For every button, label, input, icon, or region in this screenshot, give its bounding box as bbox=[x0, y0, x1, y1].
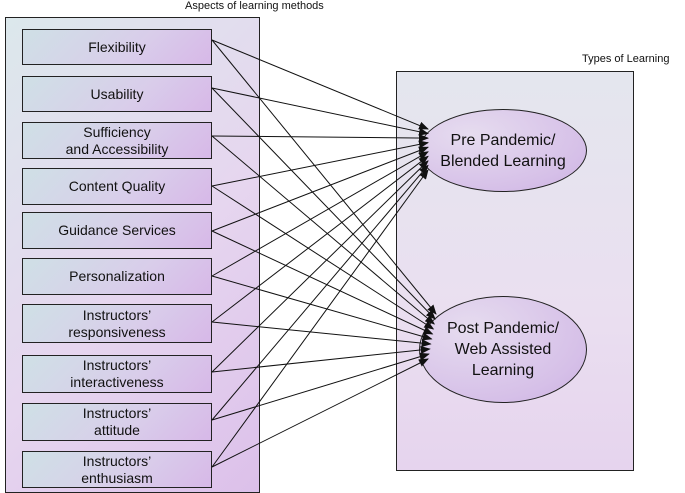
type-label: Pre Pandemic/ bbox=[450, 131, 556, 149]
arrow-to-post-pandemic bbox=[211, 87, 436, 320]
type-label: Post Pandemic/ bbox=[446, 320, 560, 337]
aspect-label: Personalization bbox=[69, 268, 165, 284]
aspect-box-attitude: Instructors’attitude bbox=[22, 403, 212, 441]
aspect-label: Instructors’ bbox=[82, 405, 152, 421]
aspect-label: Flexibility bbox=[88, 38, 146, 55]
aspect-box-content-quality: Content Quality bbox=[22, 168, 212, 205]
aspects-title: Aspects of learning methods bbox=[185, 0, 324, 12]
arrow-to-post-pandemic bbox=[211, 275, 433, 341]
arrow-to-pre-pandemic bbox=[211, 146, 429, 232]
arrow-to-pre-pandemic bbox=[211, 39, 429, 130]
aspect-box-responsiveness: Instructors’responsiveness bbox=[22, 304, 212, 343]
aspect-label: Guidance Services bbox=[58, 222, 176, 238]
aspect-label-2: enthusiasm bbox=[81, 469, 153, 486]
aspect-box-enthusiasm: Instructors’enthusiasm bbox=[22, 451, 212, 488]
pre-pandemic-ellipse: Pre Pandemic/Blended Learning bbox=[419, 109, 587, 192]
arrow-to-post-pandemic bbox=[211, 321, 432, 348]
aspect-label: Instructors’ bbox=[82, 357, 152, 373]
arrow-to-pre-pandemic bbox=[211, 134, 429, 143]
arrow-to-post-pandemic bbox=[211, 358, 429, 468]
arrow-to-pre-pandemic bbox=[211, 140, 429, 187]
aspect-label-2: responsiveness bbox=[68, 323, 166, 340]
arrow-to-post-pandemic bbox=[211, 230, 434, 335]
type-label-2: Blended Learning bbox=[440, 152, 566, 170]
aspect-label-2: and Accessibility bbox=[65, 140, 169, 157]
type-label-2: Web Assisted bbox=[454, 341, 552, 358]
aspect-label: Instructors’ bbox=[82, 306, 152, 323]
arrow-to-pre-pandemic bbox=[211, 155, 429, 323]
arrow-to-post-pandemic bbox=[211, 39, 437, 315]
arrow-to-pre-pandemic bbox=[211, 151, 429, 277]
aspect-label-2: interactiveness bbox=[70, 374, 164, 390]
arrow-to-post-pandemic bbox=[211, 185, 435, 330]
aspect-label: Content Quality bbox=[68, 178, 166, 194]
arrow-to-post-pandemic bbox=[211, 135, 435, 325]
arrow-to-pre-pandemic bbox=[211, 169, 429, 468]
aspect-label-2: attitude bbox=[94, 422, 140, 438]
arrow-to-post-pandemic bbox=[211, 352, 430, 421]
aspect-label: Usability bbox=[90, 85, 144, 102]
arrow-to-pre-pandemic bbox=[211, 160, 429, 373]
arrow-to-pre-pandemic bbox=[211, 164, 429, 421]
arrow-to-post-pandemic bbox=[211, 345, 431, 373]
aspect-box-interactiveness: Instructors’interactiveness bbox=[22, 355, 212, 393]
aspect-label: Instructors’ bbox=[82, 452, 152, 469]
aspect-box-personalization: Personalization bbox=[22, 258, 212, 295]
arrow-to-pre-pandemic bbox=[211, 87, 429, 136]
aspect-box-usability: Usability bbox=[22, 76, 212, 112]
aspect-box-flexibility: Flexibility bbox=[22, 29, 212, 65]
aspect-box-guidance-services: Guidance Services bbox=[22, 212, 212, 249]
types-title: Types of Learning bbox=[582, 53, 670, 65]
aspect-label: Sufficiency bbox=[83, 123, 151, 140]
type-label-3: Learning bbox=[471, 362, 535, 379]
